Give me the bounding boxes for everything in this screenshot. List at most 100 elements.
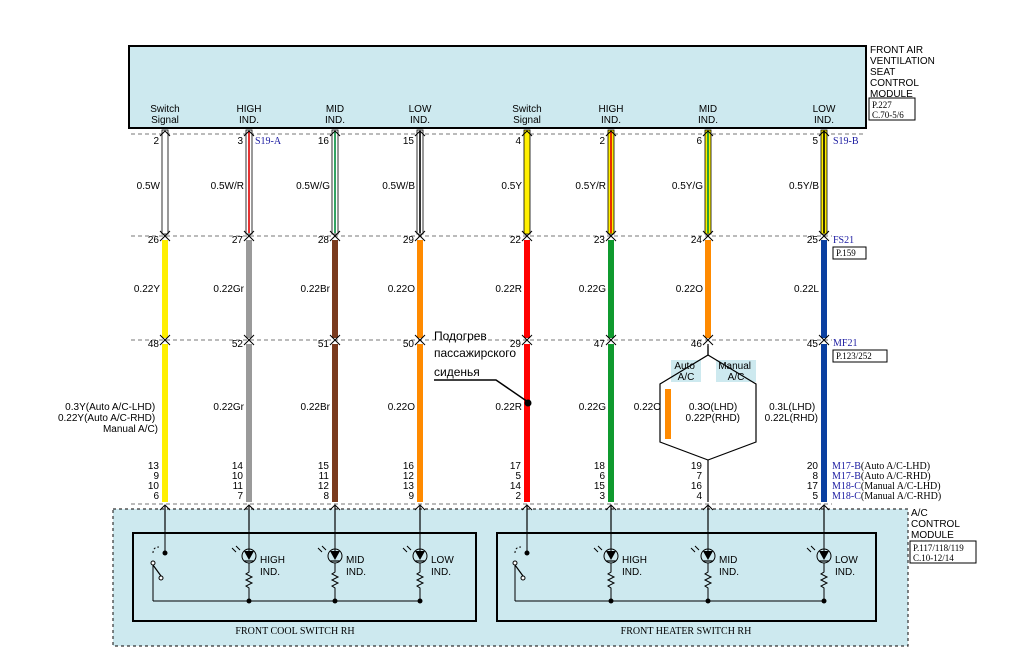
pin-number: 3 xyxy=(599,491,605,502)
connector-arrow xyxy=(243,130,255,137)
wire-label: 0.22R xyxy=(495,402,522,413)
bottom-connector-row: M18-C(Manual A/C-LHD) xyxy=(832,481,941,492)
circuit xyxy=(243,129,255,530)
pin-number: 29 xyxy=(510,339,522,350)
pin-number: 29 xyxy=(403,235,415,246)
pin-number: 14 xyxy=(232,461,244,472)
led-label: IND. xyxy=(431,567,451,578)
wire-segment-bottom xyxy=(332,344,338,502)
circuit xyxy=(414,129,426,530)
connector-arrow xyxy=(329,504,341,511)
annotation-pointer xyxy=(434,379,529,403)
connector-arrow xyxy=(521,130,533,137)
pin-number: 48 xyxy=(148,339,160,350)
pin-number: 23 xyxy=(594,235,606,246)
auto-ac-label-line: Auto xyxy=(674,361,695,372)
switch-indicator xyxy=(152,546,160,554)
connector-arrow xyxy=(818,130,830,137)
wire-label-line: Manual A/C) xyxy=(103,424,158,435)
led-label: HIGH xyxy=(260,555,285,566)
bottom-connector-list: M17-B(Auto A/C-LHD) M17-B(Auto A/C-RHD) … xyxy=(832,461,941,502)
pin-number: 19 xyxy=(691,461,703,472)
pin-number: 9 xyxy=(153,471,159,482)
pin-number: 5 xyxy=(812,491,818,502)
switch-lever xyxy=(514,564,524,577)
led-emission-icon xyxy=(317,545,327,553)
pin-number: 5 xyxy=(812,136,818,147)
fs21-ref-box xyxy=(832,246,867,260)
pin-number: 4 xyxy=(696,491,702,502)
pin-number: 15 xyxy=(594,481,606,492)
wire-harness xyxy=(159,129,830,530)
circuit xyxy=(702,129,714,530)
wire-label: 0.5W/G xyxy=(296,181,330,192)
pin-label: LOW xyxy=(409,104,432,115)
connector-mark xyxy=(243,235,255,242)
mf21-ref-box xyxy=(832,349,888,363)
low-branch-wire-label: 0.3L(LHD) 0.22L(RHD) xyxy=(765,402,818,424)
low-branch-wire-line: 0.22L(RHD) xyxy=(765,413,818,424)
pin-number: 52 xyxy=(232,339,244,350)
pin-number: 45 xyxy=(807,339,819,350)
top-module-ref-box xyxy=(868,97,916,121)
connector-arrow xyxy=(414,130,426,137)
bottom-connector-code: M18-C xyxy=(832,481,861,492)
pin-number: 15 xyxy=(403,136,415,147)
led-diode-icon xyxy=(244,551,254,560)
pin-number: 13 xyxy=(148,461,160,472)
led-label: IND. xyxy=(346,567,366,578)
pin-number: 3 xyxy=(237,136,243,147)
pin-number: 11 xyxy=(233,481,244,492)
pin-number: 17 xyxy=(807,481,819,492)
pin-label: HIGH xyxy=(237,104,262,115)
pin-number: 7 xyxy=(696,471,702,482)
connector-mark xyxy=(521,235,533,242)
fs21-ref: P.159 xyxy=(836,248,856,258)
pin-number: 28 xyxy=(318,235,330,246)
pin-number: 14 xyxy=(510,481,522,492)
wire-segment-top xyxy=(523,129,531,235)
resistor-icon xyxy=(703,563,713,601)
bottom-connector-desc: (Auto A/C-RHD) xyxy=(861,471,931,482)
led-diode-icon xyxy=(415,551,425,560)
led-label: LOW xyxy=(431,555,454,566)
pin-number: 51 xyxy=(318,339,330,350)
front-heater-switch-box xyxy=(496,532,877,622)
pin-label: MID xyxy=(699,104,717,115)
wire-label: 0.5W/B xyxy=(382,181,415,192)
bottom-connector-row: M18-C(Manual A/C-RHD) xyxy=(832,491,941,502)
connector-arrow xyxy=(818,504,830,511)
manual-ac-label-line: Manual xyxy=(718,361,751,372)
pin-number: 47 xyxy=(594,339,606,350)
bottom-connector-code: M17-B xyxy=(832,471,861,482)
bottom-connector-code: M17-B xyxy=(832,461,861,472)
mid-branch-wire-line: 0.22P(RHD) xyxy=(686,413,740,424)
led-diode-icon xyxy=(606,551,616,560)
wire-label: 0.22R xyxy=(495,284,522,295)
wire-segment-mid xyxy=(417,240,423,338)
connector-arrow xyxy=(702,504,714,511)
wire-label: 0.5Y/R xyxy=(575,181,606,192)
top-module-name-line: CONTROL xyxy=(870,78,919,89)
connector-arrow xyxy=(329,130,341,137)
front-air-ventilation-seat-control-module xyxy=(128,45,867,129)
bottom-module-ref-line: P.117/118/119 xyxy=(913,543,964,553)
pin-label: IND. xyxy=(239,115,259,126)
wire-segment-mid xyxy=(162,240,168,338)
wire-label: 0.22Br xyxy=(301,284,331,295)
top-module-name-line: VENTILATION xyxy=(870,56,935,67)
led-emission-icon xyxy=(806,545,816,553)
pin-number: 12 xyxy=(403,471,415,482)
pin-number: 5 xyxy=(515,471,521,482)
top-module-name-line: FRONT AIR xyxy=(870,45,923,56)
connector-mf21-label: MF21 xyxy=(833,338,857,349)
pin-number: 6 xyxy=(599,471,605,482)
pin-number: 20 xyxy=(807,461,819,472)
led-label: HIGH xyxy=(622,555,647,566)
connector-mark xyxy=(329,235,341,242)
auto-ac-label-line: A/C xyxy=(678,372,695,383)
pin-label: IND. xyxy=(325,115,345,126)
pin-number: 46 xyxy=(691,339,703,350)
wire-label: 0.22Gr xyxy=(213,402,244,413)
